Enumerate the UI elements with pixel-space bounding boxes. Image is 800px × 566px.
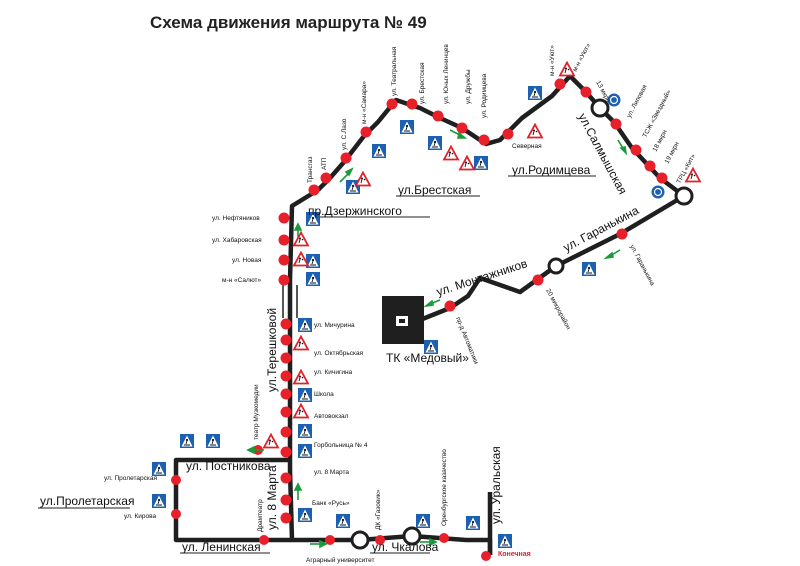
stop-oktyabrskaya: ул. Октябрьская	[314, 349, 364, 357]
street-postnikova: ул. Постникова	[186, 459, 271, 473]
stop-kirova: ул. Кирова	[124, 513, 157, 520]
stop-samara: м-н «Самара»	[361, 81, 368, 124]
stop-uyut2: м-н «Уют»	[572, 42, 593, 73]
map-title: Схема движения маршрута № 49	[150, 13, 427, 32]
stop-neftyanikov: ул. Нефтяников	[212, 215, 260, 222]
stop-severnaya: Северная	[512, 143, 542, 150]
stop-lipovaya: ул. Липовая	[626, 83, 649, 119]
stop-8-marta: ул. 8 Марта	[314, 469, 349, 476]
stop-bank: Банк «Русь»	[312, 500, 350, 507]
stop-avtovokzal: Автовокзал	[314, 413, 349, 420]
stop-brestskaya: ул. Брестская	[419, 62, 426, 104]
stop-proletarskaya: ул. Пролетарская	[104, 475, 157, 482]
street-rodimtseva: ул.Родимцева	[512, 163, 591, 177]
pedestrian-sign-icons	[151, 85, 597, 549]
stop-kichigina: ул. Кичигина	[314, 369, 353, 376]
direction-arrows	[246, 129, 628, 549]
stop-muzkomedii: театр Музкомедии	[253, 384, 260, 440]
stop-orenkazach: Оренбургское казачество	[440, 449, 448, 526]
stop-agrar: Аграрный университет	[306, 556, 375, 564]
stop-yunleninsev: ул. Юных Ленинцев	[443, 44, 450, 104]
street-8-marta: ул. 8 Марта	[265, 465, 279, 530]
street-tereshkovoy: ул.Терешковой	[265, 308, 279, 392]
stop-rodimtseva: ул. Родимцева	[481, 73, 488, 118]
stop-konechnaya: Конечная	[498, 551, 531, 558]
stop-khabarovskaya: ул. Хабаровская	[212, 236, 262, 244]
stop-shkola: Школа	[314, 391, 334, 398]
stop-novaya: ул. Новая	[232, 257, 262, 264]
street-brestskaya: ул.Брестская	[398, 183, 471, 197]
stop-garankina: ул. Гаранькина	[628, 244, 656, 288]
stop-lazo: ул. С.Лазо	[341, 118, 348, 150]
stop-20-mkr: 20 микрорайон	[544, 287, 573, 331]
ring-nodes	[350, 98, 694, 550]
street-uralskaya: ул. Уральская	[489, 446, 503, 524]
street-leninskaya: ул. Ленинская	[182, 540, 261, 554]
street-salmyshskaya: ул.Салмышская	[575, 111, 629, 197]
street-dzerzhinskogo: пр.Дзержинского	[308, 204, 402, 218]
tk-medovy-label: ТК «Медовый»	[386, 351, 469, 365]
street-underlines	[38, 175, 596, 554]
stop-gazovik: ДК «Газовик»	[375, 489, 382, 530]
tk-medovy-building-icon	[382, 296, 424, 344]
stop-dramteatr: Драмтеатр	[257, 499, 264, 532]
stop-zvezdniy: ТСЖ «Звездный»	[641, 88, 673, 139]
stop-michurina: ул. Мичурина	[314, 322, 355, 329]
stop-transgaz: Трансгаз	[307, 157, 314, 183]
stop-dots	[171, 78, 668, 561]
stop-19-mkrn: 19 мкрн	[664, 140, 681, 164]
stop-salyut: м-н «Салют»	[222, 277, 262, 284]
stop-uyut: м-н «Уют»	[549, 45, 556, 76]
stop-atp: АТП	[321, 157, 328, 170]
stop-18-mkrn: 18 мкрн	[652, 128, 669, 152]
stop-teatralnaya: ул. Театральная	[391, 46, 398, 96]
street-chkalova: ул. Чкалова	[372, 540, 439, 554]
stop-druzhby: ул. Дружбы	[464, 69, 472, 104]
street-proletarskaya: ул.Пролетарская	[40, 494, 134, 508]
stop-gorbolnitsa: Горбольница № 4	[314, 441, 368, 449]
